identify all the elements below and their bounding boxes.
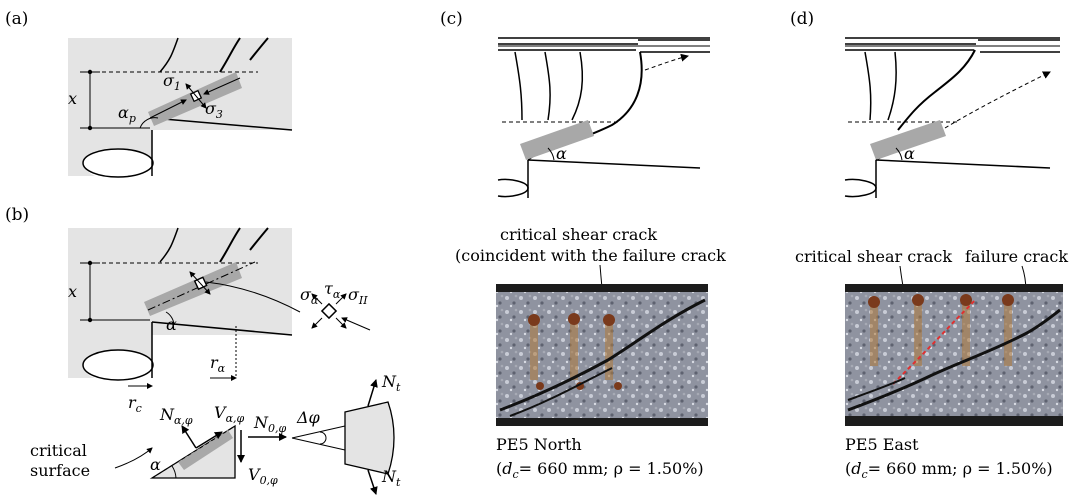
panel-c-label: (c) xyxy=(440,9,463,29)
V-0-phi-symbol: V0,φ xyxy=(248,465,278,487)
compression-strut xyxy=(870,120,946,160)
strut-axis xyxy=(147,261,256,311)
panel-c: (c) α critical shear crack (coincident w… xyxy=(440,9,726,481)
slab-soffit xyxy=(151,321,293,336)
tau-alpha-symbol: τα xyxy=(324,279,341,301)
column-head xyxy=(844,178,877,198)
panel-b: (b) x α rα rc σα τα σII critical xyxy=(5,205,401,495)
free-body-strut xyxy=(178,430,233,470)
alpha-symbol: α xyxy=(150,455,161,474)
slab-top xyxy=(845,37,1060,53)
flexural-crack xyxy=(159,227,179,263)
r-c-symbol: rc xyxy=(128,393,142,415)
column-head xyxy=(82,148,154,178)
flexural-crack xyxy=(219,37,269,73)
flexural-crack xyxy=(219,227,269,263)
annotation-left: critical shear crack xyxy=(795,247,952,266)
alpha-symbol: α xyxy=(904,144,915,163)
x-symbol: x xyxy=(68,89,77,108)
specimen-photo-north xyxy=(496,284,708,426)
specimen-photo-east xyxy=(845,284,1063,426)
panel-d-label: (d) xyxy=(790,9,814,29)
delta-phi-symbol: Δφ xyxy=(296,408,321,427)
sigma-1-symbol: σ1 xyxy=(163,71,181,93)
caption-line1: PE5 East xyxy=(845,435,919,454)
caption-line2: (dc= 660 mm; ρ = 1.50%) xyxy=(496,459,704,481)
critical-label: critical xyxy=(30,441,87,460)
critical-surface-pointer xyxy=(114,447,153,469)
critical-surface xyxy=(151,425,236,479)
sector-lines xyxy=(291,425,346,451)
angle-arc xyxy=(171,465,177,479)
sigma-3-symbol: σ3 xyxy=(205,99,223,121)
slab-top xyxy=(498,37,710,53)
angle-arc xyxy=(165,311,175,326)
alpha-p-symbol: αp xyxy=(118,103,136,125)
crack-extension xyxy=(644,53,689,71)
panel-a: (a) x σ1 σ3 αp xyxy=(5,9,293,178)
sigma-II-symbol: σII xyxy=(348,285,368,307)
panel-b-label: (b) xyxy=(5,205,29,225)
column-head xyxy=(497,178,529,198)
N-0-phi-symbol: N0,φ xyxy=(253,413,286,435)
slab-soffit xyxy=(151,117,293,131)
V-alpha-arrow xyxy=(195,431,223,449)
x-symbol: x xyxy=(68,282,77,301)
sector-element xyxy=(344,401,395,475)
flexural-crack xyxy=(864,51,872,121)
slab-soffit xyxy=(527,159,701,169)
compression-strut xyxy=(520,120,594,160)
N-alpha-arrow xyxy=(181,425,197,449)
slab-soffit xyxy=(875,159,1051,169)
N-t-top-symbol: Nt xyxy=(381,372,401,394)
caption-line2: (dc= 660 mm; ρ = 1.50%) xyxy=(845,459,1053,481)
flexural-crack xyxy=(159,37,179,73)
leader-line xyxy=(205,281,301,313)
N-alpha-phi-symbol: Nα,φ xyxy=(159,405,193,427)
caption-line1: PE5 North xyxy=(496,435,582,454)
flexural-crack xyxy=(544,51,551,121)
panel-a-label: (a) xyxy=(5,9,28,29)
V-alpha-phi-symbol: Vα,φ xyxy=(214,403,244,425)
r-alpha-symbol: rα xyxy=(210,353,226,375)
surface-label: surface xyxy=(30,461,90,480)
annotation-line1: critical shear crack xyxy=(500,225,657,244)
failure-crack-path xyxy=(944,71,1051,129)
N-t-bottom-arrow xyxy=(367,469,378,495)
annotation-right: failure crack xyxy=(965,247,1068,266)
panel-d: (d) α critical shear crack failure crack xyxy=(790,9,1068,481)
angle-arc xyxy=(139,117,159,129)
flexural-crack xyxy=(887,51,897,121)
column-head xyxy=(82,349,154,381)
flexural-crack xyxy=(897,49,976,131)
alpha-symbol: α xyxy=(556,144,567,163)
N-t-bottom-symbol: Nt xyxy=(381,467,401,489)
annotation-line2: (coincident with the failure crack xyxy=(455,246,726,265)
flexural-crack xyxy=(571,51,584,121)
flexural-crack xyxy=(514,51,523,121)
alpha-symbol: α xyxy=(166,315,177,334)
rotated-stress-element xyxy=(320,302,338,320)
sigma-alpha-symbol: σα xyxy=(300,285,319,307)
N-t-top-arrow xyxy=(367,379,378,407)
compression-strut xyxy=(144,262,242,316)
critical-crack-marking xyxy=(892,299,976,385)
